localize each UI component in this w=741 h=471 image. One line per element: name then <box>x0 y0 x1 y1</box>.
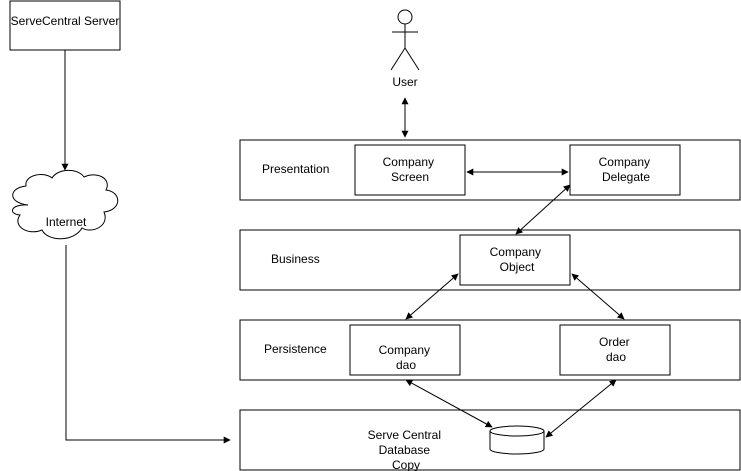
delegate-object-arrow <box>515 184 571 235</box>
company-screen-label: Company Screen <box>383 155 438 184</box>
company-object-label: Company Object <box>490 245 545 274</box>
business-label: Business <box>271 252 320 266</box>
company-dao-label: Company dao <box>379 343 434 372</box>
internet-label: Internet <box>46 215 87 229</box>
server-label: ServeCentral Server <box>11 14 120 28</box>
company-dao-box <box>349 324 461 376</box>
persistence-label: Persistence <box>264 342 327 356</box>
orderdao-db-arrow <box>545 379 617 438</box>
object-orderdao-arrow <box>571 273 625 320</box>
object-companydao-arrow <box>405 273 459 320</box>
server-box <box>9 0 121 51</box>
database-icon <box>489 425 545 455</box>
presentation-label: Presentation <box>262 162 329 176</box>
internet-to-db-arrow <box>65 245 231 444</box>
user-actor-icon <box>390 9 420 71</box>
order-dao-box <box>559 324 671 376</box>
companydao-db-arrow <box>405 379 493 428</box>
db-copy-label: Serve Central Database Copy <box>368 428 445 471</box>
internet-cloud <box>12 169 119 240</box>
company-delegate-box <box>569 144 681 196</box>
company-delegate-label: Company Delegate <box>599 155 654 184</box>
order-dao-label: Order dao <box>599 335 633 364</box>
company-object-box <box>459 234 571 286</box>
company-screen-box <box>354 144 466 196</box>
user-label: User <box>392 75 417 89</box>
